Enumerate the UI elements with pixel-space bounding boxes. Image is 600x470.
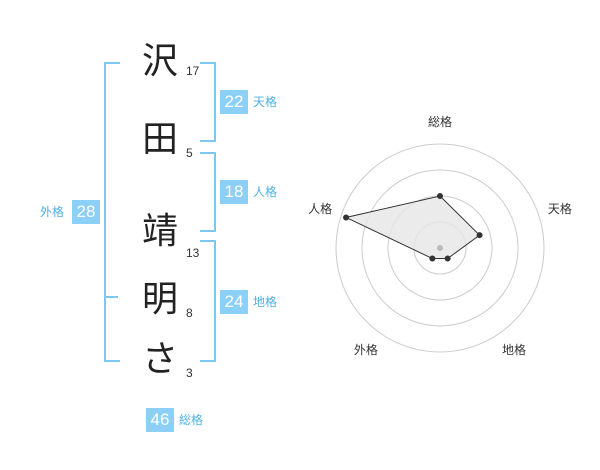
tenkaku-bracket [200,62,216,142]
gaikaku-bracket [104,62,120,362]
gaikaku-badge: 28 [72,200,100,224]
stroke-count-3: 13 [186,246,200,260]
radar-data-point [444,255,451,262]
stroke-count-5: 3 [186,366,193,380]
radar-axis-label: 人格 [308,201,332,216]
chikaku-label: 地格 [253,295,278,309]
name-char-1: 沢 [141,41,178,82]
radar-data-point [437,193,443,199]
jinkaku-bracket [200,152,216,232]
stroke-count-4: 8 [186,306,193,320]
stroke-count-1: 17 [186,64,200,78]
name-char-5: さ [141,339,178,380]
radar-data-point [476,232,483,239]
radar-axis-label: 天格 [548,201,572,216]
radar-axis-label: 総格 [428,114,452,129]
radar-data-point [343,214,350,221]
soukaku-label: 総格 [179,413,204,427]
tenkaku-badge: 22 [220,90,248,114]
radar-grid-ring [361,169,519,327]
radar-axis-label: 地格 [502,342,526,357]
stroke-count-2: 5 [186,146,193,160]
chikaku-bracket [200,240,216,362]
radar-grid-ring [335,143,545,353]
jinkaku-label: 人格 [253,185,278,199]
chikaku-badge: 24 [220,290,248,314]
gaikaku-label: 外格 [40,205,65,219]
radar-data-polygon [344,195,481,260]
name-char-4: 明 [141,279,178,320]
jinkaku-badge: 18 [220,180,248,204]
radar-data-point [429,255,436,262]
name-char-3: 靖 [141,211,178,252]
soukaku-badge: 46 [146,408,174,432]
radar-axis-label: 外格 [354,342,378,357]
gaikaku-divider [104,296,118,300]
name-char-2: 田 [141,119,178,160]
radar-center-dot [437,245,443,251]
tenkaku-label: 天格 [253,95,278,109]
